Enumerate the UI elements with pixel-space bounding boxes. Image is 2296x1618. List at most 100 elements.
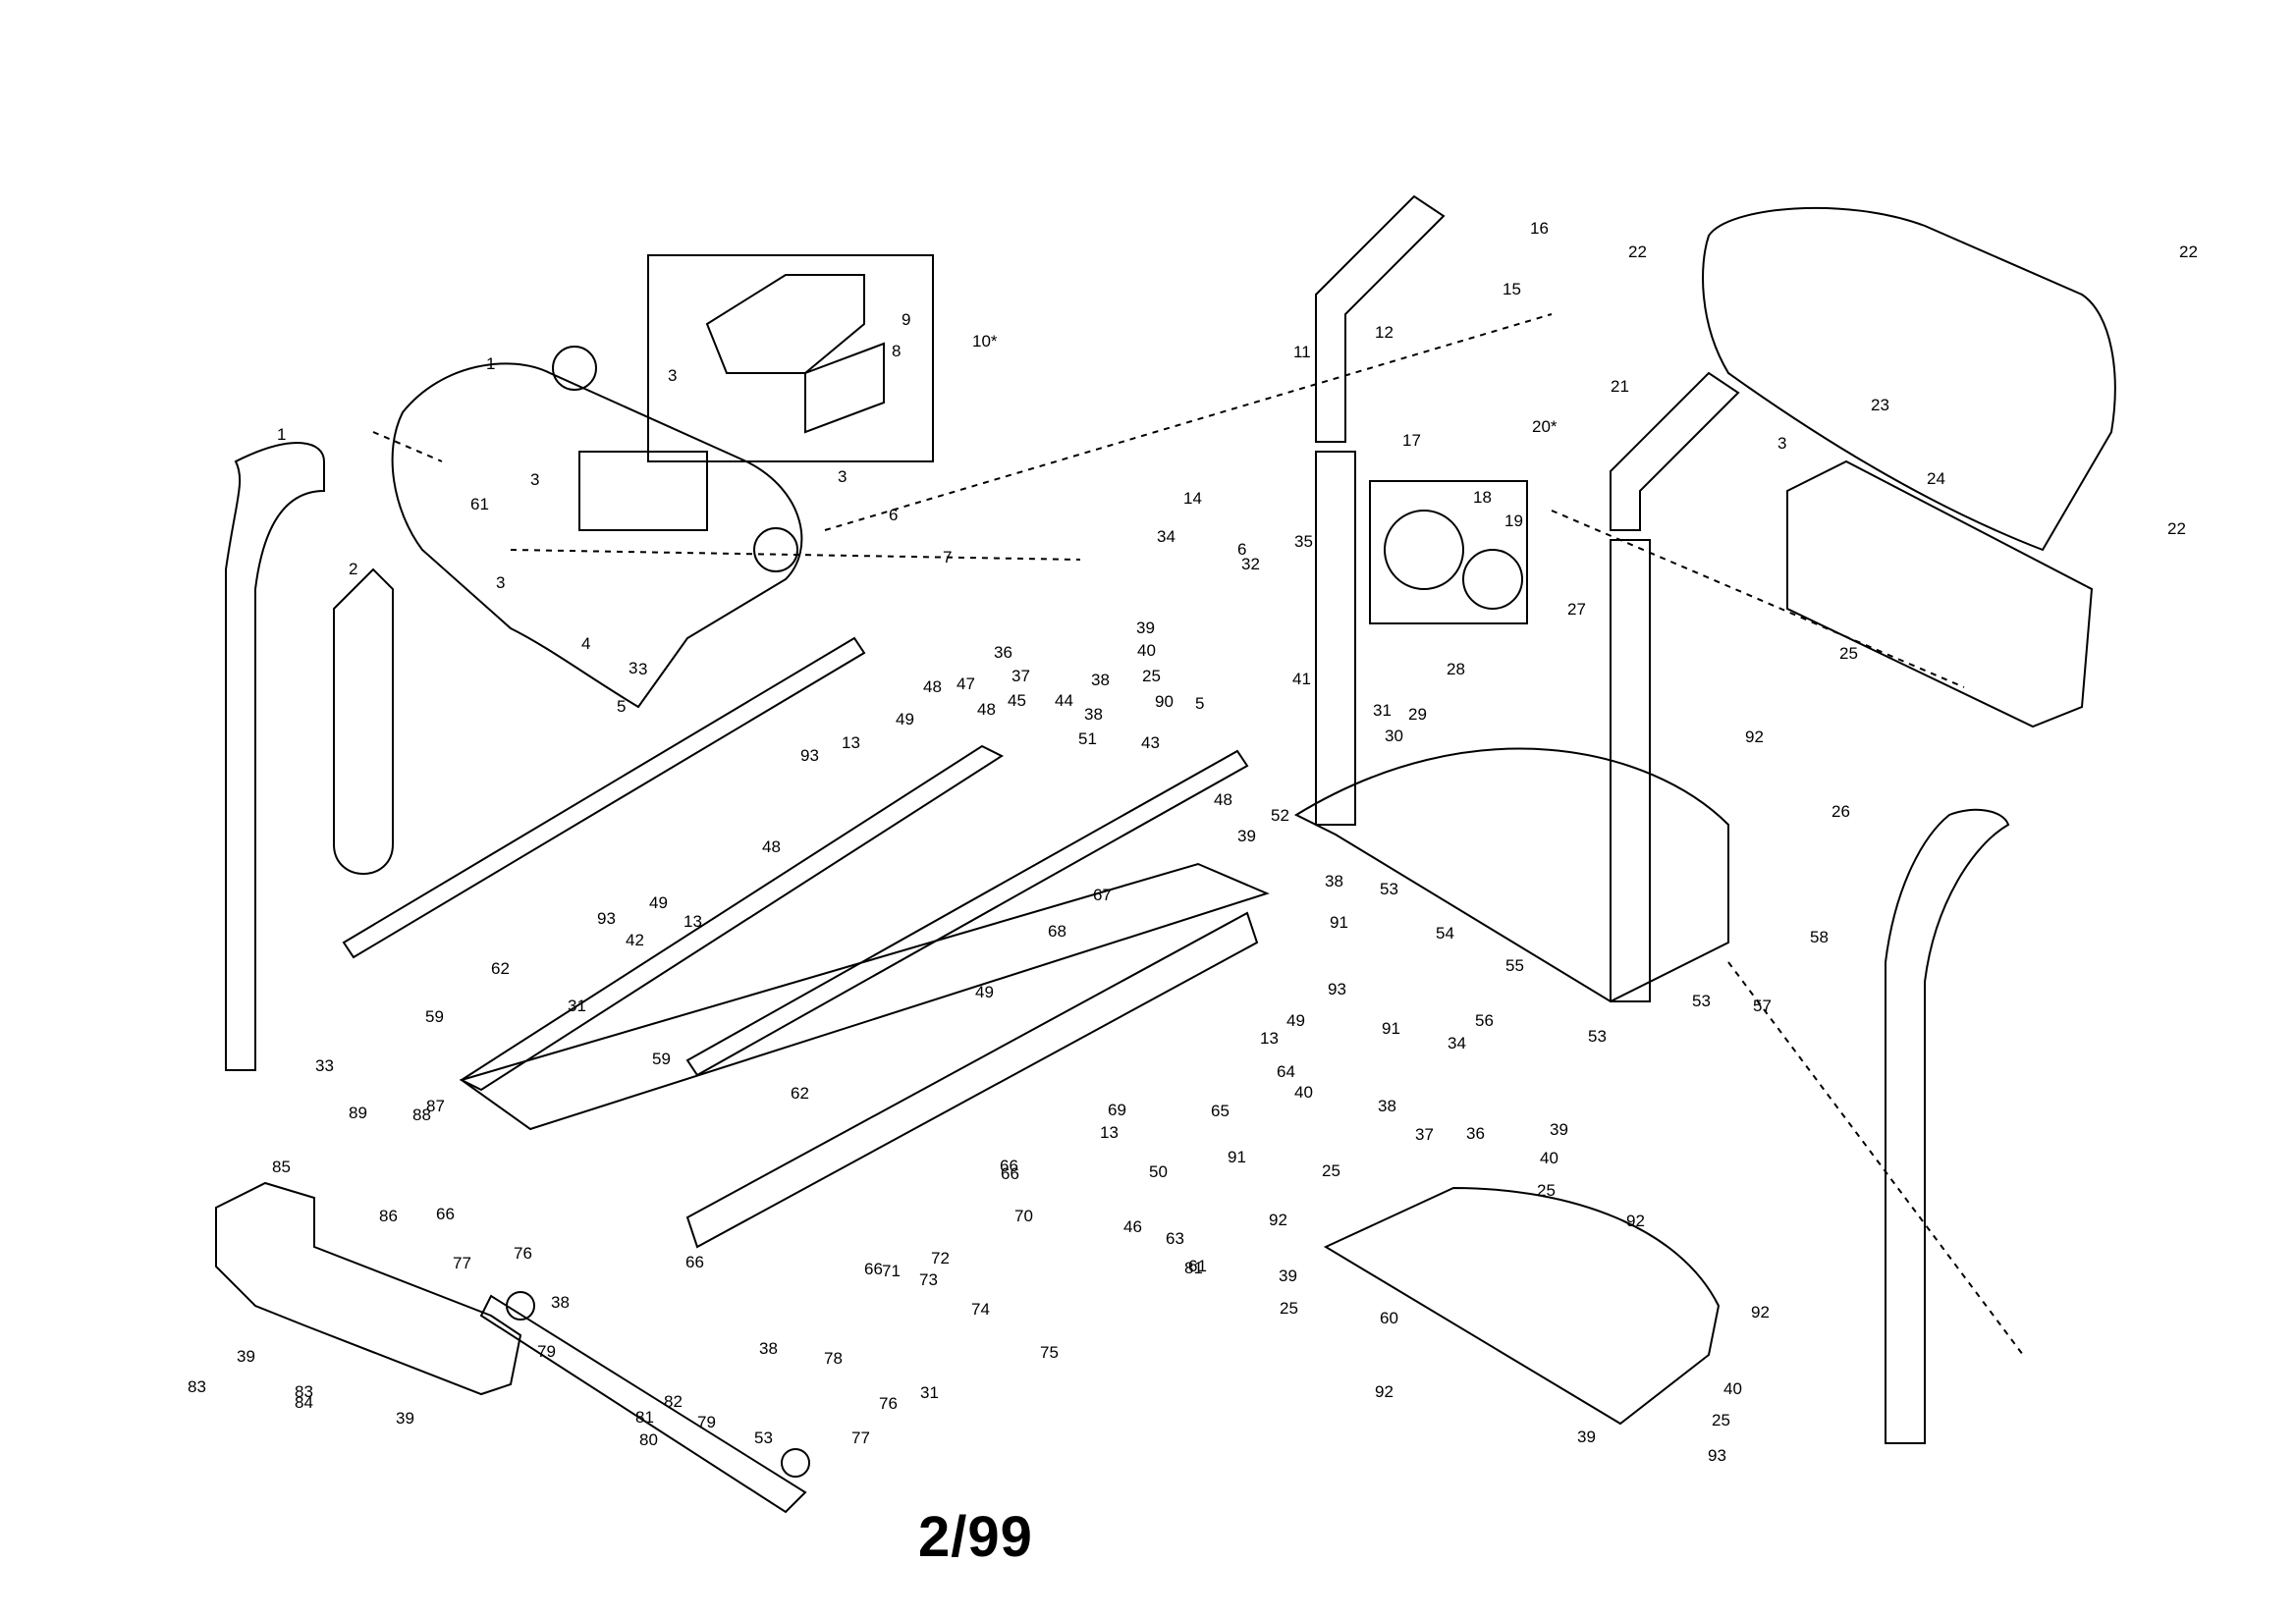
- part-number-label: 5: [1195, 694, 1204, 713]
- part-number-label: 55: [1505, 956, 1524, 975]
- base-pad: [1323, 1186, 1721, 1426]
- part-number-label: 22: [2179, 243, 2198, 261]
- part-number-label: 72: [931, 1249, 950, 1267]
- part-number-label: 48: [923, 677, 942, 696]
- part-number-label: 3: [1777, 434, 1786, 453]
- part-number-label: 39: [1577, 1428, 1596, 1446]
- part-number-label: 17: [1402, 431, 1421, 450]
- part-number-label: 66: [1001, 1164, 1019, 1183]
- part-number-label: 57: [1753, 997, 1772, 1015]
- part-number-label: 49: [975, 983, 994, 1001]
- console-detail-box: [647, 254, 934, 462]
- part-number-label: 38: [1325, 872, 1343, 890]
- rear-foot: [215, 1181, 522, 1396]
- motor-upright-right: [1610, 539, 1651, 1002]
- part-number-label: 91: [1382, 1019, 1400, 1038]
- part-number-label: 1: [486, 354, 495, 373]
- motor-upright-left: [1315, 451, 1356, 826]
- part-number-label: 49: [896, 710, 914, 728]
- incline-arm: [479, 1294, 807, 1514]
- part-number-label: 44: [1055, 691, 1073, 710]
- part-number-label: 35: [1294, 532, 1313, 551]
- part-number-label: 54: [1436, 924, 1454, 943]
- part-number-label: 39: [1279, 1267, 1297, 1285]
- part-number-label: 41: [1292, 670, 1311, 688]
- part-number-label: 22: [1628, 243, 1647, 261]
- part-number-label: 25: [1839, 644, 1858, 663]
- part-number-label: 75: [1040, 1343, 1059, 1362]
- part-number-label: 92: [1745, 728, 1764, 746]
- part-number-label: 18: [1473, 488, 1492, 507]
- part-number-label: 46: [1123, 1217, 1142, 1236]
- part-number-label: 70: [1014, 1207, 1033, 1225]
- part-number-label: 89: [349, 1104, 367, 1122]
- part-number-label: 90: [1155, 692, 1174, 711]
- part-number-label: 83: [188, 1377, 206, 1396]
- part-number-label: 82: [664, 1392, 683, 1411]
- part-number-label: 42: [626, 931, 644, 949]
- part-number-label: 86: [379, 1207, 398, 1225]
- part-number-label: 65: [1211, 1102, 1230, 1120]
- part-number-label: 5: [617, 697, 626, 716]
- part-number-label: 60: [1380, 1309, 1398, 1327]
- part-number-label: 3: [530, 470, 539, 489]
- part-number-label: 39: [1237, 827, 1256, 845]
- part-number-label: 49: [649, 893, 668, 912]
- part-number-label: 25: [1322, 1161, 1340, 1180]
- part-number-label: 12: [1375, 323, 1394, 342]
- part-number-label: 91: [1228, 1148, 1246, 1166]
- part-number-label: 26: [1831, 802, 1850, 821]
- part-number-label: 51: [1078, 729, 1097, 748]
- part-number-label: 81: [1184, 1259, 1203, 1277]
- part-number-label: 43: [1141, 733, 1160, 752]
- base-frame: [1293, 747, 1729, 1003]
- treadmill-deck: [459, 862, 1270, 1131]
- part-number-label: 80: [639, 1430, 658, 1449]
- motor-detail-box: [1369, 480, 1528, 624]
- part-number-label: 53: [1380, 880, 1398, 898]
- part-number-label: 15: [1503, 280, 1521, 298]
- part-number-label: 8: [892, 342, 901, 360]
- part-number-label: 24: [1927, 469, 1945, 488]
- part-number-label: 29: [1408, 705, 1427, 724]
- part-number-label: 92: [1375, 1382, 1394, 1401]
- part-number-label: 50: [1149, 1162, 1168, 1181]
- part-number-label: 66: [864, 1260, 883, 1278]
- part-number-label: 71: [882, 1262, 901, 1280]
- part-number-label: 39: [237, 1347, 255, 1366]
- drive-belt-left: [333, 567, 394, 875]
- part-number-label: 93: [597, 909, 616, 928]
- part-number-label: 25: [1537, 1181, 1556, 1200]
- part-number-label: 25: [1280, 1299, 1298, 1318]
- part-number-label: 31: [920, 1383, 939, 1402]
- right-upright-tube: [1885, 808, 2010, 1444]
- part-number-label: 22: [2167, 519, 2186, 538]
- part-number-label: 30: [1385, 727, 1403, 745]
- motor-hood: [1702, 206, 2116, 552]
- part-number-label: 32: [1241, 555, 1260, 573]
- part-number-label: 6: [1237, 540, 1246, 559]
- part-number-label: 48: [762, 837, 781, 856]
- left-upright-tube: [225, 442, 325, 1071]
- page-footer-code: 2/99: [918, 1505, 1033, 1569]
- part-number-label: 66: [685, 1253, 704, 1271]
- part-number-label: 38: [759, 1339, 778, 1358]
- part-number-label: 79: [537, 1342, 556, 1361]
- part-number-label: 25: [1712, 1411, 1730, 1429]
- part-number-label: 45: [1008, 691, 1026, 710]
- part-number-label: 9: [902, 310, 910, 329]
- part-number-label: 40: [1540, 1149, 1558, 1167]
- side-rail-right: [685, 749, 1249, 1077]
- part-number-label: 93: [1328, 980, 1346, 998]
- part-number-label: 66: [1000, 1157, 1018, 1175]
- part-number-label: 59: [652, 1050, 671, 1068]
- part-number-label: 39: [1550, 1120, 1568, 1139]
- part-number-label: 25: [1142, 667, 1161, 685]
- part-number-label: 77: [453, 1254, 471, 1272]
- part-number-label: 47: [957, 674, 975, 693]
- part-number-label: 93: [800, 746, 819, 765]
- part-number-label: 13: [1100, 1123, 1119, 1142]
- handlebar-right: [1610, 371, 1740, 531]
- part-number-label: 40: [1294, 1083, 1313, 1102]
